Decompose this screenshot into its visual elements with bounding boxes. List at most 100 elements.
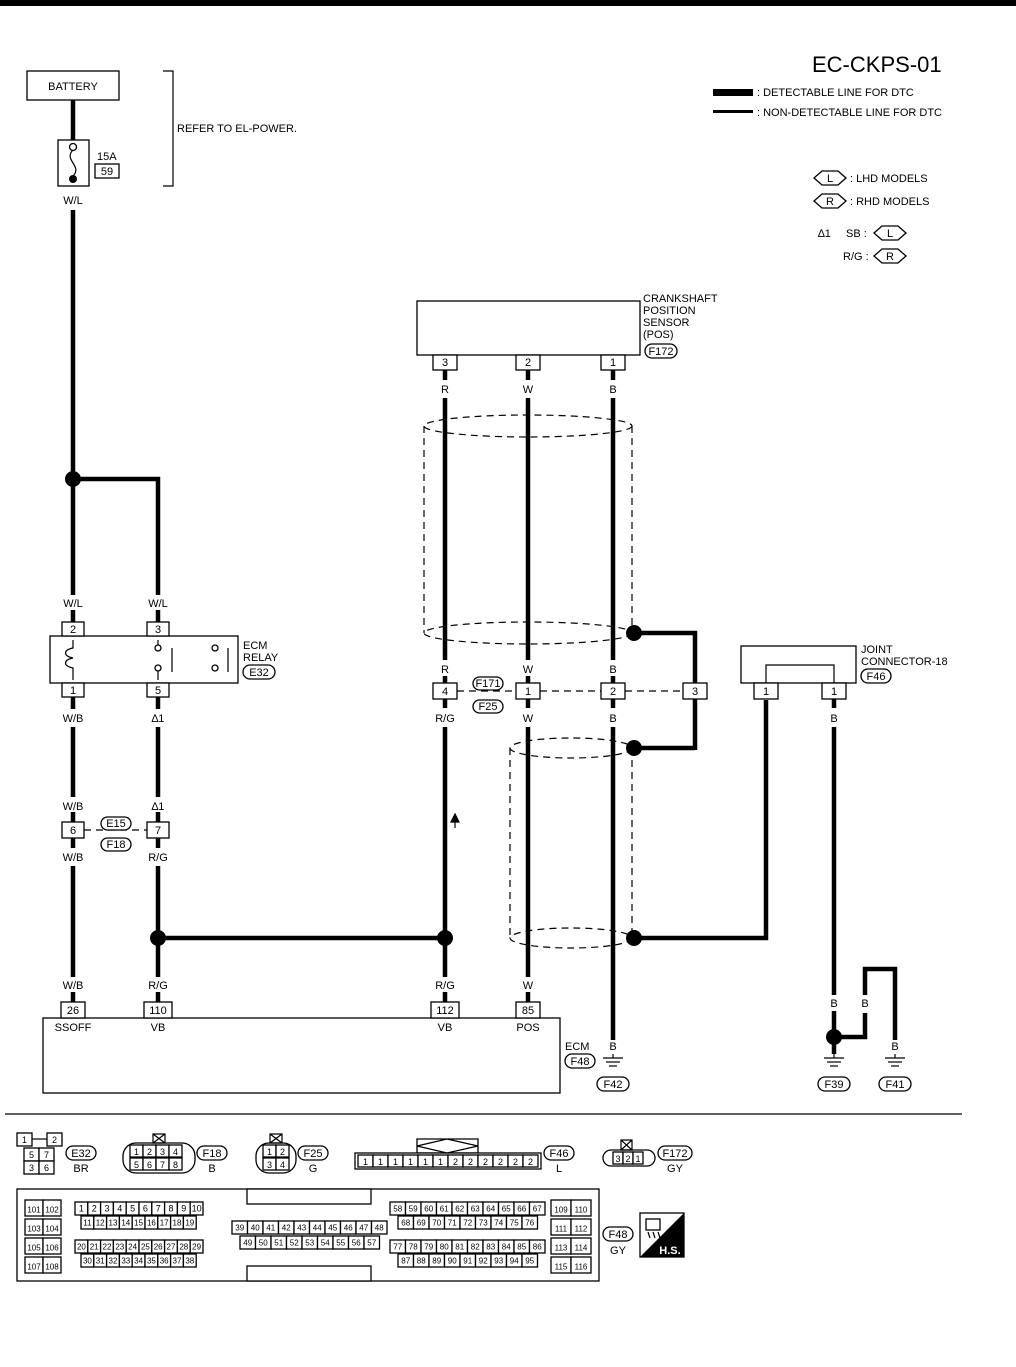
svg-text:3: 3 [29,1163,34,1173]
ecm-wire-26: W/B [63,980,84,992]
svg-text:6: 6 [147,1160,152,1170]
f48-terminal-label: 43 [297,1224,306,1233]
joint-name-1: JOINT [861,644,893,656]
upper-shield-drain [634,630,698,683]
f48-terminal-label: 32 [109,1257,118,1266]
ground-f41-tag: F41 [878,1076,912,1092]
signal-arrow-icon [450,812,460,828]
f46-view-tag: F46 [543,1145,575,1161]
f48-terminal-label: 78 [409,1243,418,1252]
f48-terminal-label: 27 [167,1243,176,1252]
ecm-relay-box [49,635,239,684]
f48-terminal-label: 42 [282,1224,291,1233]
ecm-pin-name-vb-2: VB [438,1022,453,1034]
f48-terminal-label: 37 [173,1257,182,1266]
f48-terminal-label: 101 [27,1206,41,1215]
f48-view-tag: F48 [602,1226,634,1242]
f48-terminal-label: 107 [27,1263,41,1272]
f171-pin-1: 1 [515,682,541,700]
f48-terminal [521,1253,539,1268]
joint-wire-b: B [830,713,837,725]
shield-to-joint-wire [634,700,769,941]
svg-text:26: 26 [67,1005,79,1017]
f48-terminal-label: 29 [192,1243,201,1252]
f48-terminal-label: 114 [575,1244,588,1253]
lhd-tag: L [813,170,847,186]
svg-text:3: 3 [442,357,448,369]
ecm-connector-tag: F48 [564,1053,596,1069]
ecm-wire-85: W [523,980,534,992]
f46-view-cell-label: 2 [483,1157,488,1167]
f48-terminal-label: 85 [517,1243,526,1252]
svg-text:2: 2 [280,1147,285,1157]
f48-terminal-label: 30 [83,1257,92,1266]
e15-wire-bottom-2: R/G [148,852,168,864]
f172-connector-view: 3 2 1 [602,1139,656,1167]
wl-branch-wire [73,476,161,595]
f48-terminal-label: 1 [79,1204,84,1214]
svg-text:R: R [826,196,834,208]
relay-pin-2: 2 [61,621,85,637]
f48-terminal-label: 77 [393,1243,402,1252]
svg-text:7: 7 [44,1150,49,1160]
f48-terminal-label: 15 [134,1219,143,1228]
f48-terminal [42,1256,62,1274]
f25-view-tag: F25 [297,1145,329,1161]
svg-text:F48: F48 [609,1229,628,1241]
ground-f39-icon [824,1054,844,1067]
ckp-wire-b: B [609,384,616,396]
svg-text:F46: F46 [867,671,886,683]
svg-text:1: 1 [635,1154,640,1164]
f48-terminal-label: 95 [525,1257,534,1266]
svg-text:3: 3 [155,624,161,636]
f48-terminal-label: 13 [109,1219,118,1228]
svg-text:1: 1 [267,1147,272,1157]
f46-view-cell-label: 1 [408,1157,413,1167]
svg-text:F39: F39 [825,1079,844,1091]
legend-non-detectable: : NON-DETECTABLE LINE FOR DTC [757,107,942,119]
svg-text:3: 3 [615,1154,620,1164]
ecm-wire-110: R/G [148,980,168,992]
svg-text:4: 4 [173,1147,178,1157]
f171-wire-top-b: B [609,664,616,676]
f48-terminal-label: 67 [533,1205,542,1214]
joint-pin-1a: 1 [753,682,779,700]
f48-terminal-label: 39 [235,1224,244,1233]
f48-terminal-label: 63 [471,1205,480,1214]
ecm-wire-112: R/G [435,980,455,992]
ecm-box [42,1017,561,1094]
svg-text:E32: E32 [249,667,269,679]
svg-text:3: 3 [160,1147,165,1157]
relay-contact-4 [211,664,219,672]
f48-terminal-label: 112 [575,1225,588,1234]
f48-terminal-label: 109 [554,1206,568,1215]
f48-terminal-label: 105 [27,1244,41,1253]
f48-terminal-label: 64 [486,1205,495,1214]
f171-tag: F171 [472,676,504,691]
f48-terminal-label: 31 [96,1257,105,1266]
relay-wire-top-2: W/L [148,598,168,610]
f48-terminal-label: 46 [344,1224,353,1233]
ecm-ground-wire-color: B [609,1041,616,1053]
f48-terminal-label: 88 [417,1257,426,1266]
f41-ground-wire [862,966,898,1040]
f48-terminal-label: 110 [575,1206,588,1215]
svg-text:2: 2 [147,1147,152,1157]
svg-text:F46: F46 [550,1148,569,1160]
f48-terminal-label: 68 [401,1219,410,1228]
f48-terminal-label: 11 [83,1219,92,1228]
legend-star1: ∆1 [818,228,831,240]
f48-terminal-label: 84 [502,1243,511,1252]
f48-terminal-label: 21 [90,1243,99,1252]
f172-view-color: GY [667,1163,684,1175]
f48-terminal-label: 51 [274,1239,283,1248]
svg-text:E32: E32 [71,1148,91,1160]
e15-wire-top-1: W/B [63,801,84,813]
f48-terminal-label: 56 [352,1239,361,1248]
svg-text:H.S.: H.S. [659,1245,680,1257]
svg-text:2: 2 [610,686,616,698]
svg-text:3: 3 [267,1160,272,1170]
f48-terminal-label: 3 [104,1204,109,1214]
relay-contact-2 [154,664,162,672]
